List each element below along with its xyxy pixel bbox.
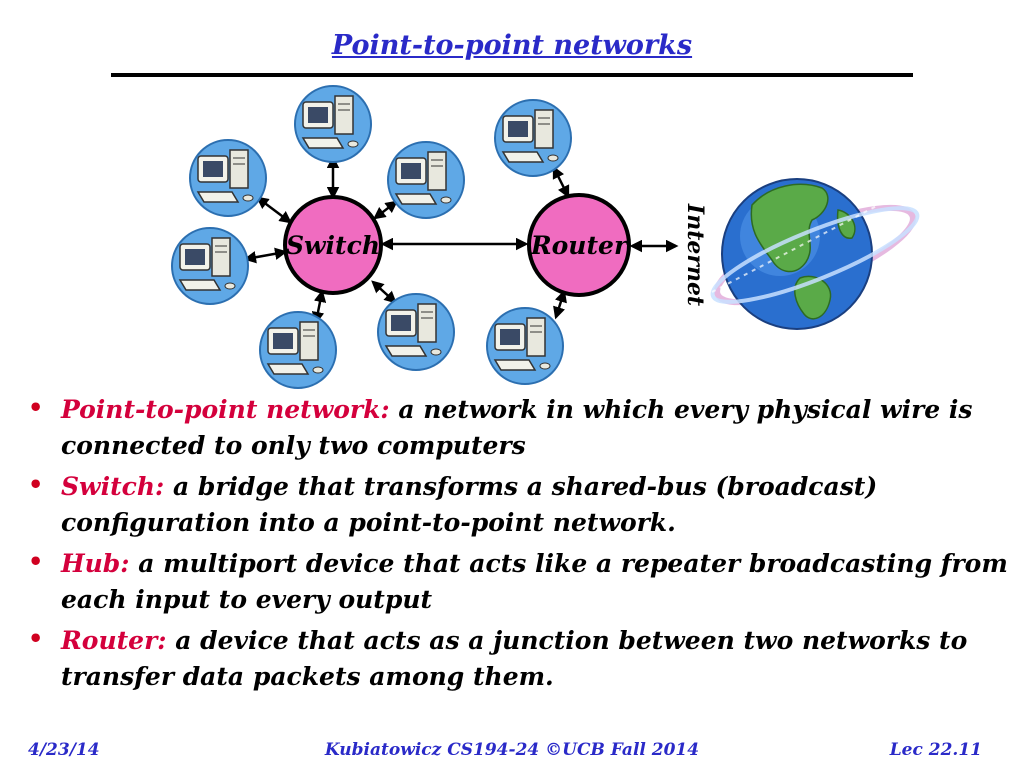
computer-icon [189,139,267,217]
definition-item: • Point-to-point network: a network in wh… [28,392,1018,464]
definition-term: Hub: [61,549,130,578]
switch-label: Switch [286,231,380,260]
definition-item: • Router: a device that acts as a junctio… [28,623,1018,695]
router-label: Router [530,231,629,260]
internet-label: Internet [682,203,708,306]
definition-list: • Point-to-point network: a network in wh… [28,392,1018,700]
globe-icon [710,178,920,330]
footer-course: Kubiatowicz CS194-24 ©UCB Fall 2014 [324,740,700,760]
title-underline-rule [111,73,913,77]
footer-date: 4/23/14 [28,740,100,760]
definition-text: a network in which every physical wire i… [61,395,973,460]
bullet-icon: • [28,547,44,576]
computer-icon [387,141,465,219]
computer-icon [494,99,572,177]
computer-icon [294,85,372,163]
bullet-icon: • [28,393,44,422]
bullet-icon: • [28,470,44,499]
network-links [243,155,679,325]
computer-icon [259,311,337,389]
definition-item: • Hub: a multiport device that acts like … [28,546,1018,618]
router-node [527,193,631,297]
definition-text: a bridge that transforms a shared-bus (b… [61,472,878,537]
computer-icon [377,293,455,371]
link-pc-left [243,247,288,264]
definition-text: a multiport device that acts like a repe… [61,549,1008,614]
bullet-icon: • [28,624,44,653]
link-pc-upper-left [256,196,292,224]
definition-term: Point-to-point network: [61,395,390,424]
link-pc-upper-right [373,200,398,220]
computer-icon [486,307,564,385]
network-diagram: Switch Router Internet [171,85,920,389]
link-router-pc-bottom [553,289,567,320]
definition-item: • Switch: a bridge that transforms a shar… [28,469,1018,541]
computer-icon [171,227,249,305]
definition-text: a device that acts as a junction between… [61,626,968,691]
link-router-pc-top [552,165,570,199]
definition-term: Router: [61,626,167,655]
slide-title: Point-to-point networks [331,30,693,61]
footer-lecture: Lec 22.11 [889,740,982,760]
switch-node [283,195,383,295]
definition-term: Switch: [61,472,165,501]
link-pc-bottom-right [371,280,397,304]
